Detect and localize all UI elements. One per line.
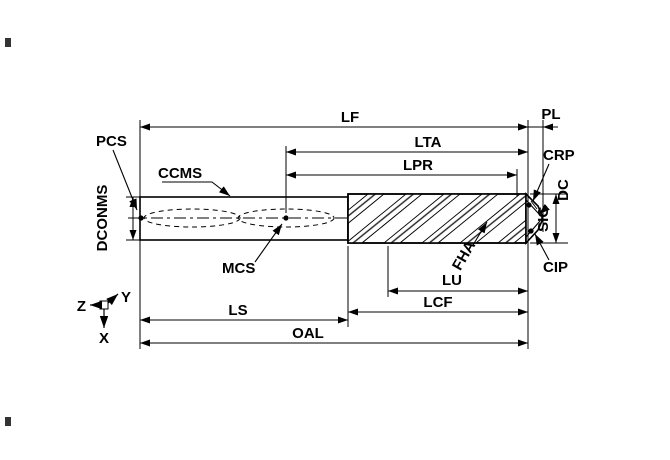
dim-ls: LS: [140, 302, 348, 324]
page-artifacts: [5, 38, 11, 426]
mcs-point-dot: [283, 215, 289, 221]
label-lcf: LCF: [423, 294, 452, 311]
leader-cip: CIP: [534, 233, 568, 276]
cip-point-dot: [528, 228, 534, 234]
dim-lf: LF: [140, 109, 528, 131]
crp-point-dot: [526, 202, 532, 208]
dim-lu: LU: [388, 272, 528, 295]
leader-mcs: MCS: [222, 223, 283, 277]
label-axis-z: Z: [77, 298, 86, 315]
pcs-point-dot: [138, 215, 144, 221]
label-ls: LS: [228, 302, 247, 319]
label-mcs: MCS: [222, 260, 255, 277]
label-cip: CIP: [543, 259, 568, 276]
dim-oal: OAL: [140, 325, 528, 347]
leader-ccms: CCMS: [158, 165, 231, 197]
dim-lcf: LCF: [348, 294, 528, 316]
dim-lta: LTA: [286, 134, 528, 156]
label-lf: LF: [341, 109, 359, 126]
axes-origin-box: [99, 300, 109, 310]
label-axis-y: Y: [121, 289, 131, 306]
label-sig: SIG: [535, 206, 552, 232]
leader-crp: CRP: [532, 147, 575, 202]
dim-pl: PL: [513, 106, 561, 131]
dim-dconms: DCONMS: [94, 185, 137, 252]
label-axis-x: X: [99, 330, 109, 347]
label-crp: CRP: [543, 147, 575, 164]
flute-grooves: [348, 194, 526, 243]
dim-sig: SIG: [535, 203, 552, 232]
dim-dc: DC: [552, 179, 572, 243]
label-dconms: DCONMS: [94, 185, 111, 252]
coordinate-axes: Z Y X: [77, 289, 131, 347]
label-lpr: LPR: [403, 157, 433, 174]
y-axis-arrow: [106, 293, 119, 306]
hidden-clamp-surface-lines: [143, 208, 335, 228]
label-lta: LTA: [415, 134, 442, 151]
label-pl: PL: [541, 106, 560, 123]
reference-point-dots: [138, 202, 534, 234]
drill-flute-body: [347, 193, 527, 244]
label-dc: DC: [555, 179, 572, 201]
label-lu: LU: [442, 272, 462, 289]
leader-pcs: PCS: [96, 133, 138, 211]
label-ccms: CCMS: [158, 165, 202, 182]
label-oal: OAL: [292, 325, 324, 342]
extension-lines: [126, 120, 568, 349]
dim-lpr: LPR: [286, 157, 517, 179]
label-pcs: PCS: [96, 133, 127, 150]
